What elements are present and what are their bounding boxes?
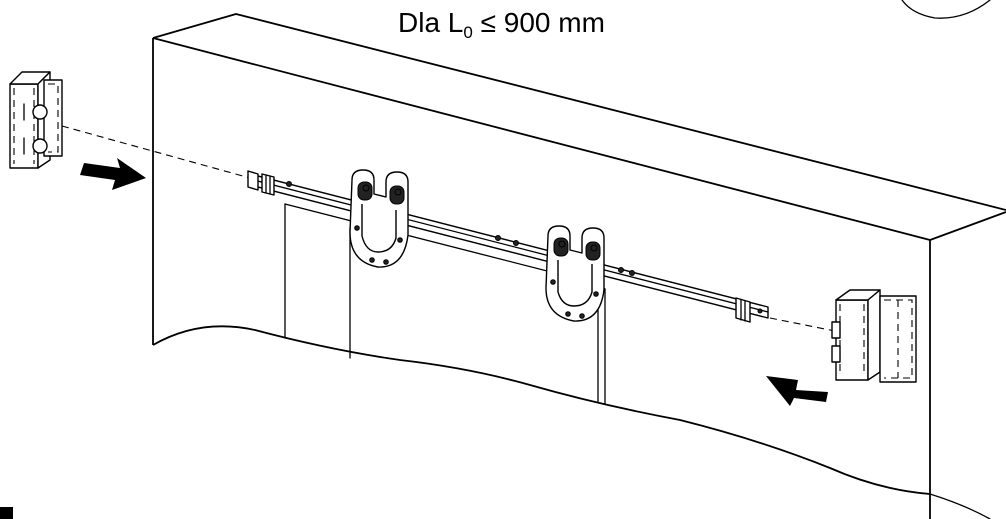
wall xyxy=(152,13,1006,519)
end-stop-left-roller xyxy=(32,104,48,120)
end-stop-right-rollers xyxy=(831,321,841,363)
wall-side-cutline xyxy=(929,493,991,519)
hanger-left-screw xyxy=(354,225,360,231)
hanger-right-axle xyxy=(558,240,566,248)
hanger-right xyxy=(545,225,605,322)
hanger-left xyxy=(349,169,409,268)
end-stop-right-front xyxy=(835,299,869,381)
wall-bottom-cutline xyxy=(152,325,931,495)
rail-clamp-right-slots xyxy=(740,299,746,322)
end-stop-left xyxy=(9,71,63,169)
rail-bolt xyxy=(618,267,624,273)
hanger-left-slot xyxy=(361,204,397,253)
end-stop-left-hidden-lines xyxy=(13,83,59,164)
rail-bolt xyxy=(513,240,519,246)
assembly-axis-right xyxy=(769,317,881,341)
wall-top-edge xyxy=(152,13,1006,211)
assembly-axis-left xyxy=(61,125,251,179)
hanger-right-slot xyxy=(557,260,593,307)
page-marker xyxy=(0,507,13,519)
end-stop-right-side xyxy=(867,289,881,381)
diagram-title: Dla L0 ≤ 900 mm xyxy=(398,6,605,42)
rail-bolt xyxy=(757,308,763,314)
hanger-right-screw xyxy=(579,313,585,319)
hanger-left-screw xyxy=(397,237,403,243)
rail-end-left xyxy=(247,170,259,191)
hanger-right-screw xyxy=(593,291,599,297)
rail-clamp-left-slots xyxy=(265,175,271,195)
rail-inner-line xyxy=(249,178,769,313)
end-stop-left-roller xyxy=(32,138,48,154)
title-prefix: Dla L xyxy=(398,7,464,38)
title-suffix: ≤ 900 mm xyxy=(472,7,605,38)
hanger-left-screw xyxy=(383,259,389,265)
rail-clamp-right xyxy=(735,297,751,323)
corner-detail xyxy=(901,0,991,19)
rail-clamp-left xyxy=(261,173,275,196)
rail-bolt xyxy=(495,235,501,241)
arrow-right-icon xyxy=(80,158,146,190)
hanger-right-screw xyxy=(550,279,556,285)
hanger-right-axle xyxy=(590,244,598,252)
hanger-right-screw xyxy=(565,311,571,317)
arrow-left-icon xyxy=(766,376,828,406)
wall-front-top-edge xyxy=(152,37,1006,241)
end-stop-right xyxy=(831,289,917,383)
end-stop-right-hidden-lines xyxy=(839,299,913,379)
rail-bolt xyxy=(286,181,292,187)
rail xyxy=(247,170,769,323)
title-subscript: 0 xyxy=(463,23,473,42)
hanger-left-axle xyxy=(362,184,370,192)
hanger-left-screw xyxy=(369,257,375,263)
rail-bolt xyxy=(629,270,635,276)
hanger-left-axle xyxy=(394,188,402,196)
